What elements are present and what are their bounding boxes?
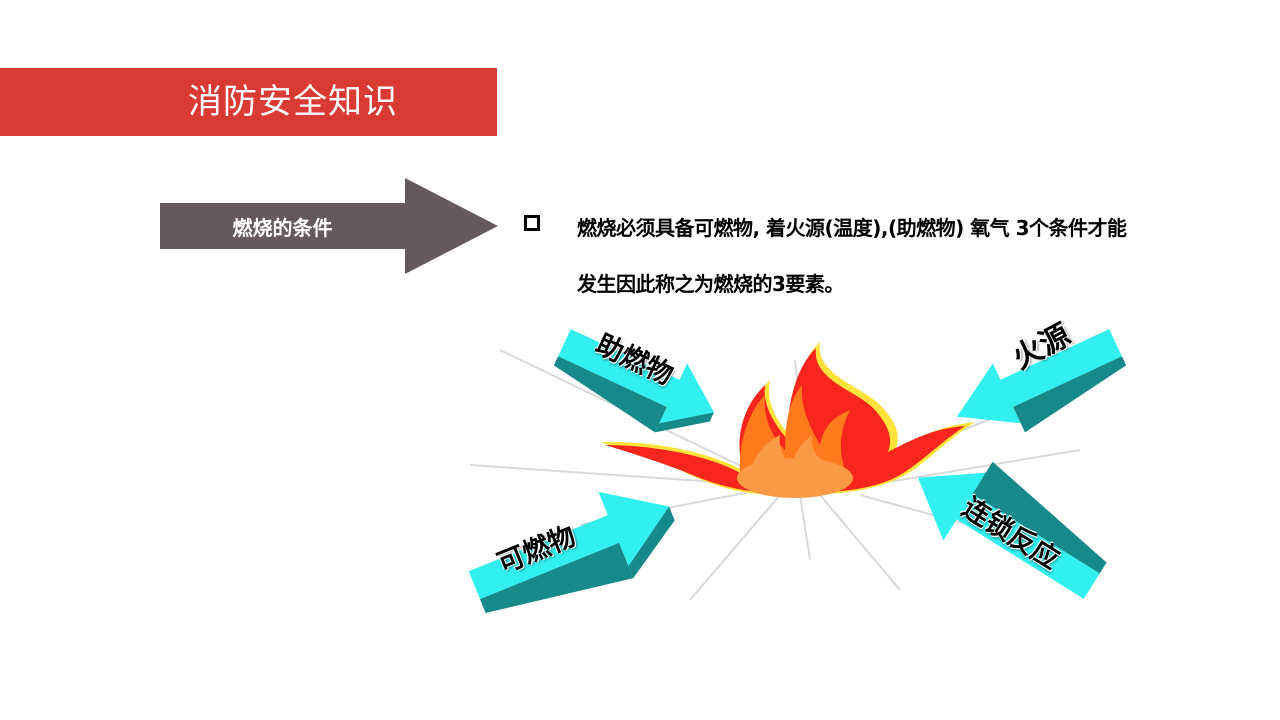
flame-icon [600,342,975,498]
page-title: 消防安全知识 [188,82,398,122]
hollow-square-bullet-icon [524,215,540,231]
section-arrow-shape [160,178,498,274]
bullet-line-2: 发生因此称之为燃烧的3要素。 [577,272,844,296]
bullet-line-1: 燃烧必须具备可燃物, 着火源(温度),(助燃物) 氧气 3个条件才能 [577,216,1127,240]
diagram-graphics [468,329,1127,613]
section-label: 燃烧的条件 [232,215,333,240]
combustion-elements-diagram: 助燃物 火源 可燃物 连锁反应 [440,300,1140,620]
arrow-top-left [553,329,714,433]
arrow-bottom-left [468,491,675,613]
arrow-bottom-right [917,461,1107,599]
bullet-paragraph: 燃烧必须具备可燃物, 着火源(温度),(助燃物) 氧气 3个条件才能 发生因此称… [577,200,1257,312]
title-bar [0,68,497,136]
arrow-top-right [956,329,1127,433]
